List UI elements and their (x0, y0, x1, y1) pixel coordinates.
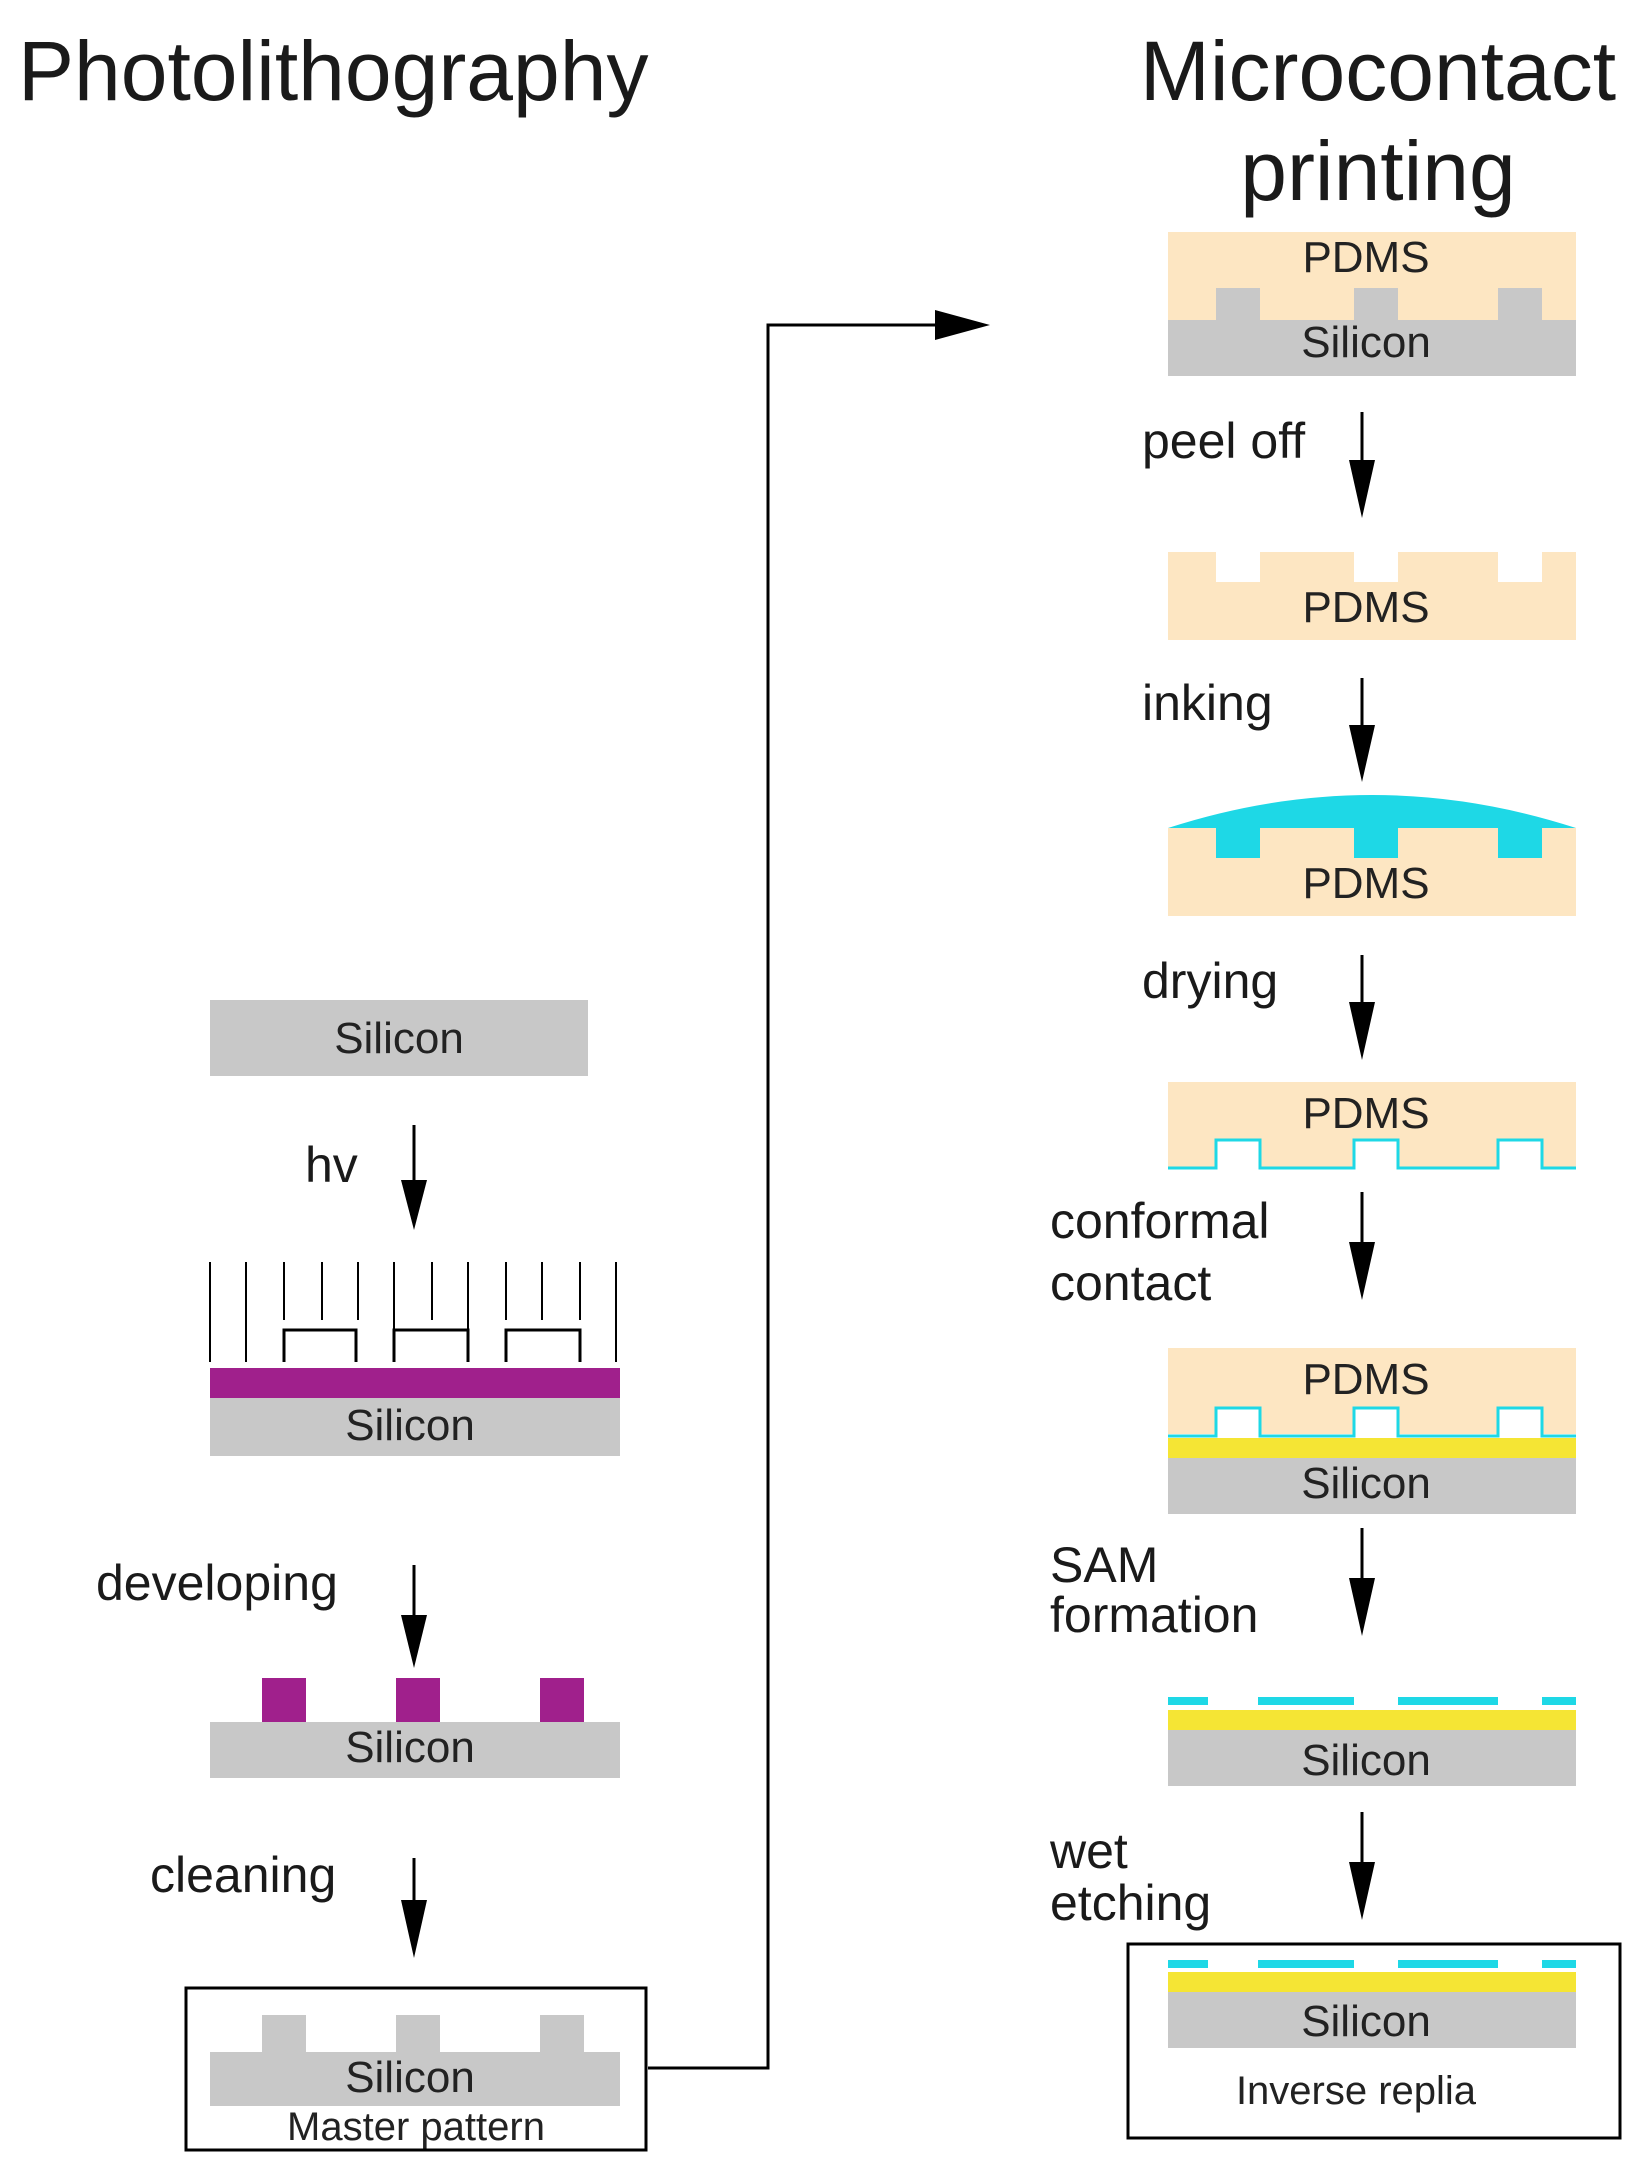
step-etching: etching (1050, 1875, 1211, 1931)
pdms-label: PDMS (1302, 233, 1429, 282)
silicon-label: Silicon (1301, 1997, 1431, 2046)
dried-stamp: PDMS (1168, 1082, 1576, 1170)
step-formation: formation (1050, 1587, 1258, 1643)
arrow-down-icon (401, 1565, 427, 1668)
arrow-down-icon (1349, 412, 1375, 518)
pdms-label: PDMS (1302, 1089, 1429, 1138)
silicon-wafer-start: Silicon (210, 1000, 588, 1076)
arrow-down-icon (1349, 955, 1375, 1060)
silicon-label: Silicon (345, 1401, 475, 1450)
step-drying: drying (1142, 953, 1278, 1009)
step-cleaning: cleaning (150, 1847, 336, 1903)
silicon-label: Silicon (1301, 1459, 1431, 1508)
inverse-replica-frame (1126, 1942, 1622, 2140)
inverse-replica: Silicon Inverse replia (1126, 1942, 1622, 2140)
uv-exposure: Silicon (209, 1262, 620, 1456)
silicon-label: Silicon (334, 1014, 464, 1063)
pdms-label: PDMS (1302, 583, 1429, 632)
arrow-down-icon (401, 1858, 427, 1958)
inked-stamp: PDMS (1168, 795, 1576, 916)
connector-arrow-icon (648, 310, 990, 2070)
silicon-label: Silicon (345, 1723, 475, 1772)
inverse-replica-caption: Inverse replia (1236, 2069, 1477, 2113)
step-contact: contact (1050, 1255, 1211, 1311)
uv-rays (209, 1262, 617, 1362)
title-printing: printing (1240, 124, 1516, 218)
step-inking: inking (1142, 675, 1273, 731)
arrow-down-icon (1349, 1812, 1375, 1920)
pdms-label: PDMS (1302, 1355, 1429, 1404)
silicon-label: Silicon (1301, 318, 1431, 367)
step-hv: hv (305, 1137, 358, 1193)
sam-on-gold-silicon: Silicon (1168, 1697, 1576, 1786)
master-pattern: Silicon Master pattern (184, 1986, 648, 2152)
pdms-stamp: PDMS (1168, 552, 1576, 640)
step-wet: wet (1049, 1823, 1128, 1879)
arrow-down-icon (401, 1125, 427, 1230)
arrow-down-icon (1349, 1528, 1375, 1636)
stamp-on-gold-silicon: PDMS Silicon (1168, 1348, 1576, 1514)
title-microcontact: Microcontact (1140, 24, 1616, 118)
silicon-label: Silicon (345, 2053, 475, 2102)
step-conformal: conformal (1050, 1193, 1270, 1249)
arrow-down-icon (1349, 678, 1375, 782)
step-developing: developing (96, 1555, 338, 1611)
silicon-substrate (210, 1398, 620, 1456)
arrow-down-icon (1349, 1192, 1375, 1300)
master-pattern-caption: Master pattern (287, 2105, 545, 2149)
pdms-on-master: PDMS Silicon (1168, 232, 1576, 376)
photomask (282, 1328, 582, 1362)
silicon-label: Silicon (1301, 1736, 1431, 1785)
developed-wafer: Silicon (210, 1678, 620, 1778)
step-sam: SAM (1050, 1537, 1158, 1593)
title-photolithography: Photolithography (18, 24, 648, 118)
pdms-label: PDMS (1302, 859, 1429, 908)
step-peel-off: peel off (1142, 413, 1305, 469)
master-pattern-frame (184, 1986, 648, 2152)
photoresist-layer (210, 1368, 620, 1398)
